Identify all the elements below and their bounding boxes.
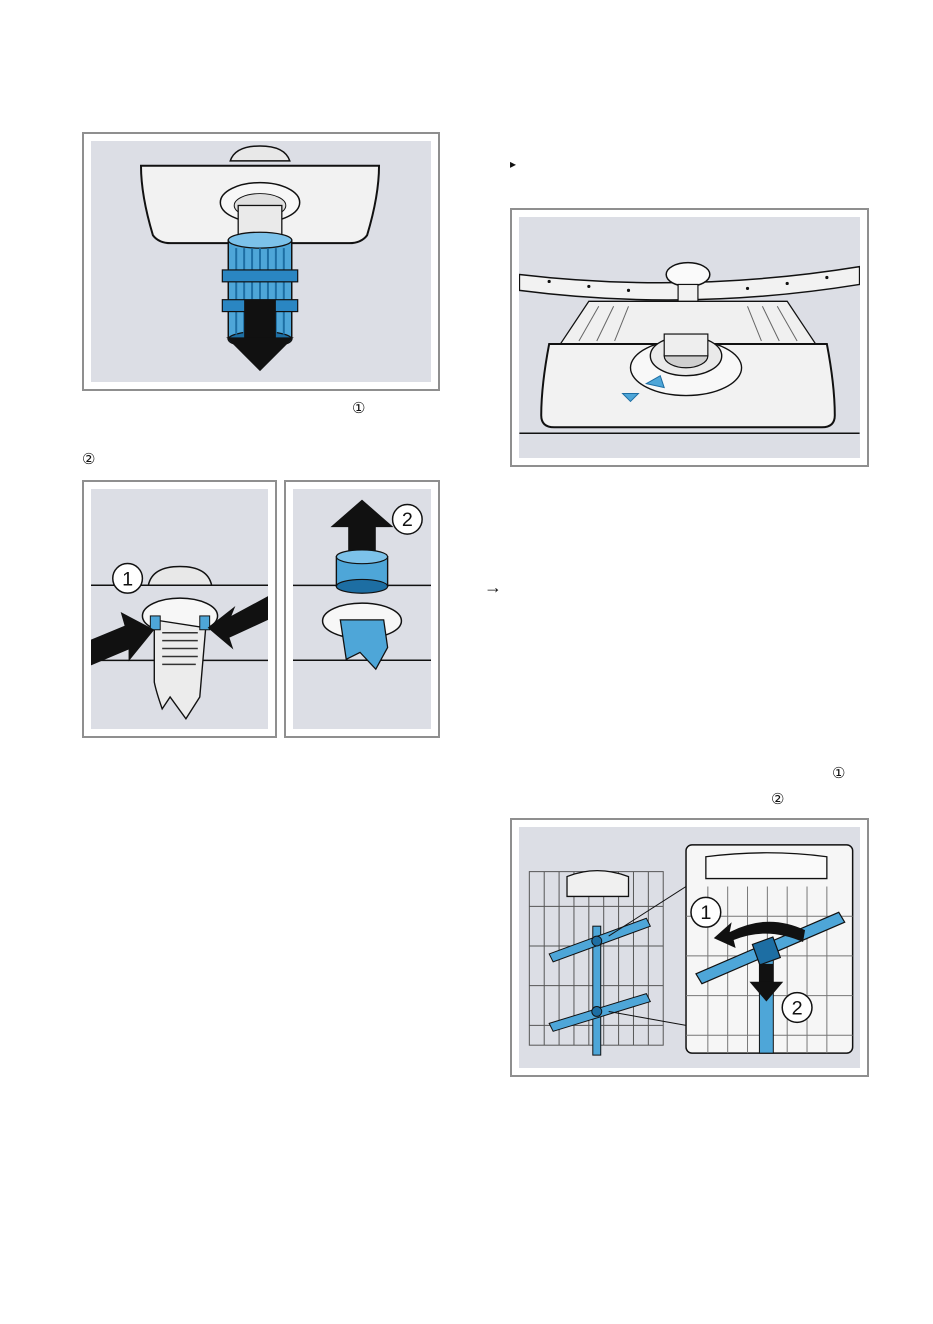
spray-arm-illustration: 1 2 xyxy=(519,827,860,1068)
figure-filter-pull xyxy=(82,132,440,391)
step-one-marker-line: ① xyxy=(352,400,365,417)
bullet-marker: ▸ xyxy=(510,156,516,172)
step-two-marker-right: ② xyxy=(771,792,784,808)
figure-filter-squeeze: 1 xyxy=(82,480,277,738)
step-two-marker-line: ② xyxy=(82,451,95,468)
callout-2: 2 xyxy=(402,509,413,531)
figure-spray-arm: 1 2 xyxy=(510,818,869,1077)
figure-spray-arm-panel: 1 2 xyxy=(519,827,860,1068)
result-arrow: → xyxy=(484,579,502,595)
callout-1: 1 xyxy=(700,902,711,924)
figure-filter-squeeze-panel: 1 xyxy=(91,489,268,729)
figure-filter-lift: 2 xyxy=(284,480,440,738)
filter-pull-illustration xyxy=(91,141,431,382)
step-one-marker: ① xyxy=(352,401,365,417)
step-two-marker-line-right: ② xyxy=(771,791,784,808)
callout-2: 2 xyxy=(792,997,803,1019)
figure-filter-seated xyxy=(510,208,869,467)
filter-seated-illustration xyxy=(519,217,860,458)
filter-lift-illustration: 2 xyxy=(293,489,431,729)
figure-filter-seated-panel xyxy=(519,217,860,458)
filter-squeeze-illustration: 1 xyxy=(91,489,268,729)
step-two-marker: ② xyxy=(82,452,95,468)
step-one-marker-line-right: ① xyxy=(832,765,845,782)
step-one-marker-right: ① xyxy=(832,766,845,782)
figure-filter-lift-panel: 2 xyxy=(293,489,431,729)
callout-1: 1 xyxy=(122,568,133,590)
figure-filter-pull-panel xyxy=(91,141,431,382)
